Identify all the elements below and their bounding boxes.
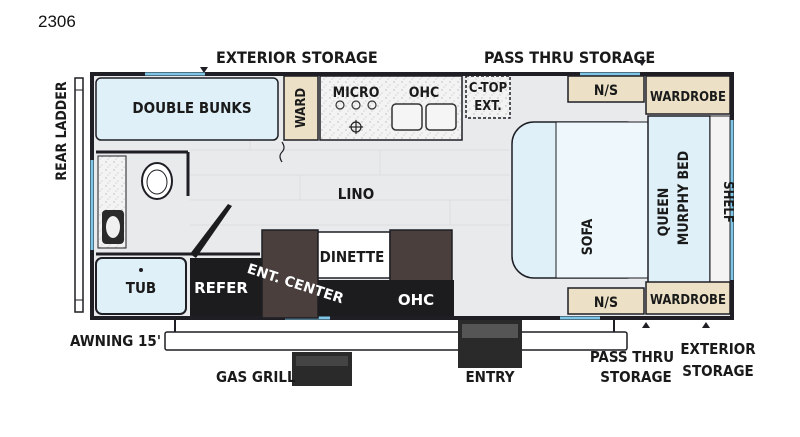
sofa-label: SOFA (580, 218, 596, 255)
shelf-label: SHELF (720, 181, 735, 223)
tub (95, 257, 187, 315)
pass-thru-label: PASS THRU (590, 348, 674, 366)
queen-label: QUEEN (656, 188, 672, 237)
pass-thru-storage-top-arrow-icon (638, 60, 646, 66)
nightstand-top (567, 75, 645, 103)
kitchen-sink (391, 103, 457, 131)
ohc-bottom-label: OHC (398, 291, 434, 309)
exterior-storage-bottom-arrow-icon (702, 322, 710, 328)
ohc-bottom-cabinet (318, 280, 454, 316)
nightstand-bottom-label: N/S (594, 295, 618, 311)
wardrobe-top-label: WARDROBE (650, 90, 726, 105)
gas-grill-label: GAS GRILL (216, 368, 296, 386)
double-bunks (95, 77, 279, 141)
gas-grill-top (296, 356, 348, 366)
entry-door (462, 324, 518, 338)
rear-ladder-label: REAR LADDER (54, 81, 70, 180)
tub-drain-icon (139, 268, 143, 272)
lino-label: LINO (338, 185, 374, 203)
wardrobe-bottom (645, 281, 731, 315)
tub-label: TUB (126, 279, 156, 297)
refrigerator (190, 258, 262, 316)
pass-thru-storage-top-label: PASS THRU STORAGE (484, 48, 655, 67)
exterior-storage-top-arrow-icon (200, 67, 208, 73)
toilet-icon (141, 162, 173, 200)
rear-ladder (74, 77, 84, 313)
queen-murphy-bed (647, 115, 711, 285)
nightstand-bottom (567, 287, 645, 315)
wardrobe-bottom-label: WARDROBE (650, 293, 726, 308)
refer-label: REFER (194, 279, 248, 297)
pass-thru-storage-label: STORAGE (600, 368, 672, 386)
model-number: 2306 (38, 12, 76, 31)
nightstand-top-label: N/S (594, 83, 618, 99)
dinette-table (317, 231, 391, 279)
pass-thru-storage-bottom-arrow-icon (642, 322, 650, 328)
awning (164, 320, 628, 351)
dinette-bench-right (389, 229, 453, 283)
ent-center-cabinet (190, 204, 232, 258)
bunk-curtain (279, 141, 285, 163)
stove-knob-icon (349, 120, 363, 134)
sofa-back (555, 121, 649, 279)
ohc-top-label: OHC (409, 85, 440, 101)
ward-cabinet (283, 75, 319, 141)
c-top-label: C-TOP (469, 81, 508, 96)
exterior-storage-top-label: EXTERIOR STORAGE (216, 48, 378, 67)
awning-label: AWNING 15' (70, 332, 161, 350)
ward-label: WARD (294, 88, 309, 128)
entry-label: ENTRY (465, 368, 514, 386)
wardrobe-top (645, 75, 731, 115)
exterior-storage-label: STORAGE (682, 362, 754, 380)
micro-label: MICRO (333, 85, 380, 101)
ext-label: EXT. (474, 99, 501, 114)
murphy-bed-label: MURPHY BED (676, 151, 692, 245)
double-bunks-label: DOUBLE BUNKS (132, 99, 251, 117)
c-top-extension (465, 75, 511, 119)
dinette-label: DINETTE (320, 248, 385, 266)
floor-planks (190, 138, 510, 226)
stove-burners (335, 100, 377, 110)
bathroom-sink-icon (102, 210, 124, 244)
exterior-label: EXTERIOR (680, 340, 756, 358)
dinette-bench-left (261, 229, 319, 319)
